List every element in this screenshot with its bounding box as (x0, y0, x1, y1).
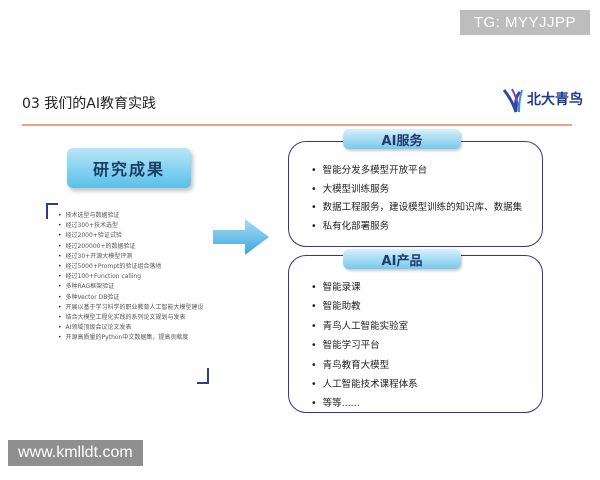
list-item: 技术选型与数据验证 (58, 211, 204, 221)
research-list: 技术选型与数据验证 经过300+技术选型 经过2000+验证试验 经过20000… (58, 211, 204, 344)
header-divider (22, 124, 572, 126)
ai-services-tab: AI服务 (343, 129, 461, 149)
list-item: 经过30+开源大模型评测 (58, 252, 204, 262)
ai-products-list: 智能录课 智能助教 青鸟人工智能实验室 智能学习平台 青鸟教育大模型 人工智能技… (311, 278, 418, 414)
list-item: 开展以基于学习科学的职业教育人工智能大模型建设 (58, 303, 204, 313)
list-item: 青鸟教育大模型 (311, 356, 418, 375)
watermark-bottom: www.kmlldt.com (8, 440, 143, 466)
list-item: 智能助教 (311, 297, 418, 316)
research-results-heading: 研究成果 (67, 148, 191, 188)
list-item: 数据工程服务，建设模型训练的知识库、数据集 (311, 199, 523, 218)
arrow-right-icon (213, 219, 269, 255)
list-item: 智能分发多模型开放平台 (311, 162, 522, 181)
bracket-bottom-right (197, 368, 209, 384)
list-item: 经过5000+Prompt的验证组合落地 (58, 262, 204, 272)
ai-services-list: 智能分发多模型开放平台 大模型训练服务 数据工程服务，建设模型训练的知识库、数据… (311, 162, 523, 237)
list-item: 私有化部署服务 (311, 218, 522, 237)
list-item: 智能学习平台 (311, 336, 418, 355)
list-item: 大模型训练服务 (311, 181, 522, 200)
logo-text: 北大青鸟 (527, 92, 583, 108)
logo-icon (502, 88, 523, 113)
list-item: 经过2000+验证试验 (58, 231, 204, 241)
list-item: 多种Vector DB验证 (58, 293, 204, 303)
list-item: 智能录课 (311, 278, 418, 297)
list-item: 人工智能技术课程体系 (311, 375, 418, 394)
slide-title: 03 我们的AI教育实践 (22, 96, 156, 112)
list-item: AI领域顶级会议论文发表 (58, 323, 204, 333)
list-item: 多种RAG框架验证 (58, 282, 204, 292)
list-item: 青鸟人工智能实验室 (311, 317, 418, 336)
bracket-top-left (46, 203, 58, 219)
ai-products-tab: AI产品 (343, 249, 461, 269)
list-item: 等等...... (311, 394, 418, 413)
list-item: 经过200000+的数据验证 (58, 242, 204, 252)
list-item: 经过100+Function calling (58, 272, 204, 282)
list-item: 经过300+技术选型 (58, 221, 204, 231)
list-item: 开源高质量的Python中文数据集，提高贡献度 (58, 333, 204, 343)
list-item: 结合大模型工程化实践的系列论文规划与发表 (58, 313, 204, 323)
watermark-top: TG: MYYJJPP (459, 10, 590, 35)
